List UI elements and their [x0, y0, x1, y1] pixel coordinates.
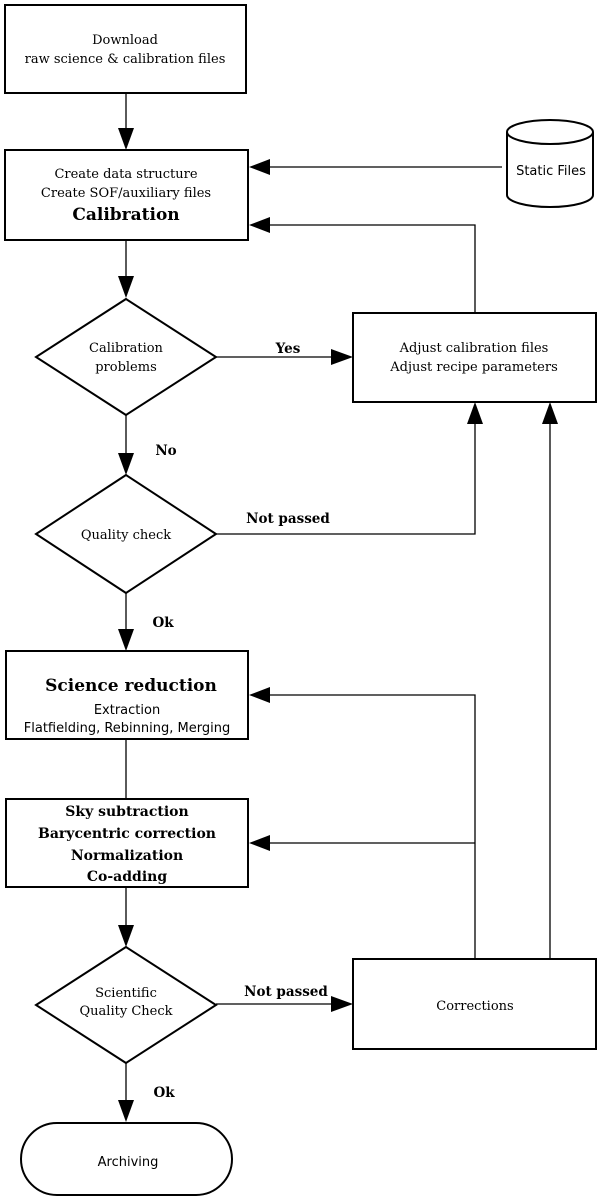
arrowhead [118, 925, 134, 947]
post-line-1: Sky subtraction [65, 804, 188, 820]
science-line-1: Extraction [94, 703, 160, 718]
edge-label-not-passed-2: Not passed [244, 984, 328, 1000]
download-line-2: raw science & calibration files [25, 52, 226, 67]
arrowhead [249, 687, 270, 703]
node-static-files: Static Files [506, 119, 594, 208]
node-adjust: Adjust calibration files Adjust recipe p… [352, 312, 597, 403]
science-box [5, 650, 249, 740]
scientific-check-diamond [34, 945, 218, 1065]
connectors [118, 93, 558, 1122]
arrowhead [118, 1100, 134, 1122]
create-line-1: Create data structure [54, 167, 197, 182]
arrowhead [118, 453, 134, 475]
archiving-terminal [20, 1122, 233, 1196]
scientific-check-line-1: Scientific [95, 986, 157, 1001]
static-files-label: Static Files [516, 164, 586, 179]
arrowhead [249, 835, 270, 851]
edge-adjust-create [270, 224, 476, 313]
edge-label-not-passed-1: Not passed [246, 511, 330, 527]
scientific-check-line-2: Quality Check [80, 1004, 173, 1019]
edge-label-yes: Yes [275, 341, 301, 357]
calibration-problems-diamond [34, 297, 218, 417]
download-line-1: Download [92, 33, 158, 48]
edge-label-no: No [155, 443, 176, 459]
node-post-processing: Sky subtraction Barycentric correction N… [5, 798, 249, 888]
static-files-cylinder-top [506, 119, 594, 145]
calibration-problems-line-2: problems [95, 360, 157, 375]
adjust-line-1: Adjust calibration files [399, 341, 549, 356]
download-box [4, 4, 247, 94]
arrowhead [118, 276, 134, 298]
quality-check-label: Quality check [81, 528, 171, 543]
static-files-cylinder-body [506, 132, 594, 208]
edge-label-ok-1: Ok [152, 615, 174, 631]
arrowhead [542, 402, 558, 424]
node-calibration-problems: Calibration problems [34, 297, 218, 417]
arrowhead [249, 159, 270, 175]
arrowhead [331, 349, 353, 365]
node-corrections: Corrections [352, 958, 597, 1050]
create-box [4, 149, 249, 241]
node-science-reduction: Science reduction Extraction Flatfieldin… [5, 650, 249, 740]
node-create-calibration: Create data structure Create SOF/auxilia… [4, 149, 249, 241]
node-quality-check: Quality check [34, 473, 218, 595]
arrowhead [118, 629, 134, 651]
node-archiving: Archiving [20, 1122, 233, 1196]
calibration-title: Calibration [72, 205, 179, 225]
post-line-3: Normalization [71, 848, 183, 864]
edge-quality-adjust [216, 424, 476, 535]
quality-check-diamond [34, 473, 218, 595]
post-line-4: Co-adding [87, 869, 167, 885]
arrowhead [249, 217, 270, 233]
science-line-2: Flatfielding, Rebinning, Merging [24, 721, 230, 736]
post-line-2: Barycentric correction [38, 826, 216, 842]
edge-label-ok-2: Ok [153, 1085, 175, 1101]
post-box [5, 798, 249, 888]
edge-labels: Yes No Not passed Ok Not passed Ok [152, 341, 330, 1101]
arrowhead [331, 996, 353, 1012]
adjust-line-2: Adjust recipe parameters [389, 360, 558, 375]
edge-corrections-science [270, 694, 476, 958]
corrections-label: Corrections [436, 999, 513, 1014]
arrowhead [118, 128, 134, 150]
science-title: Science reduction [45, 676, 217, 696]
adjust-box [352, 312, 597, 403]
calibration-problems-line-1: Calibration [89, 341, 164, 356]
node-scientific-quality-check: Scientific Quality Check [34, 945, 218, 1065]
create-line-2: Create SOF/auxiliary files [41, 186, 211, 201]
archiving-label: Archiving [98, 1155, 159, 1170]
node-download: Download raw science & calibration files [4, 4, 247, 94]
arrowhead [467, 402, 483, 424]
corrections-box [352, 958, 597, 1050]
